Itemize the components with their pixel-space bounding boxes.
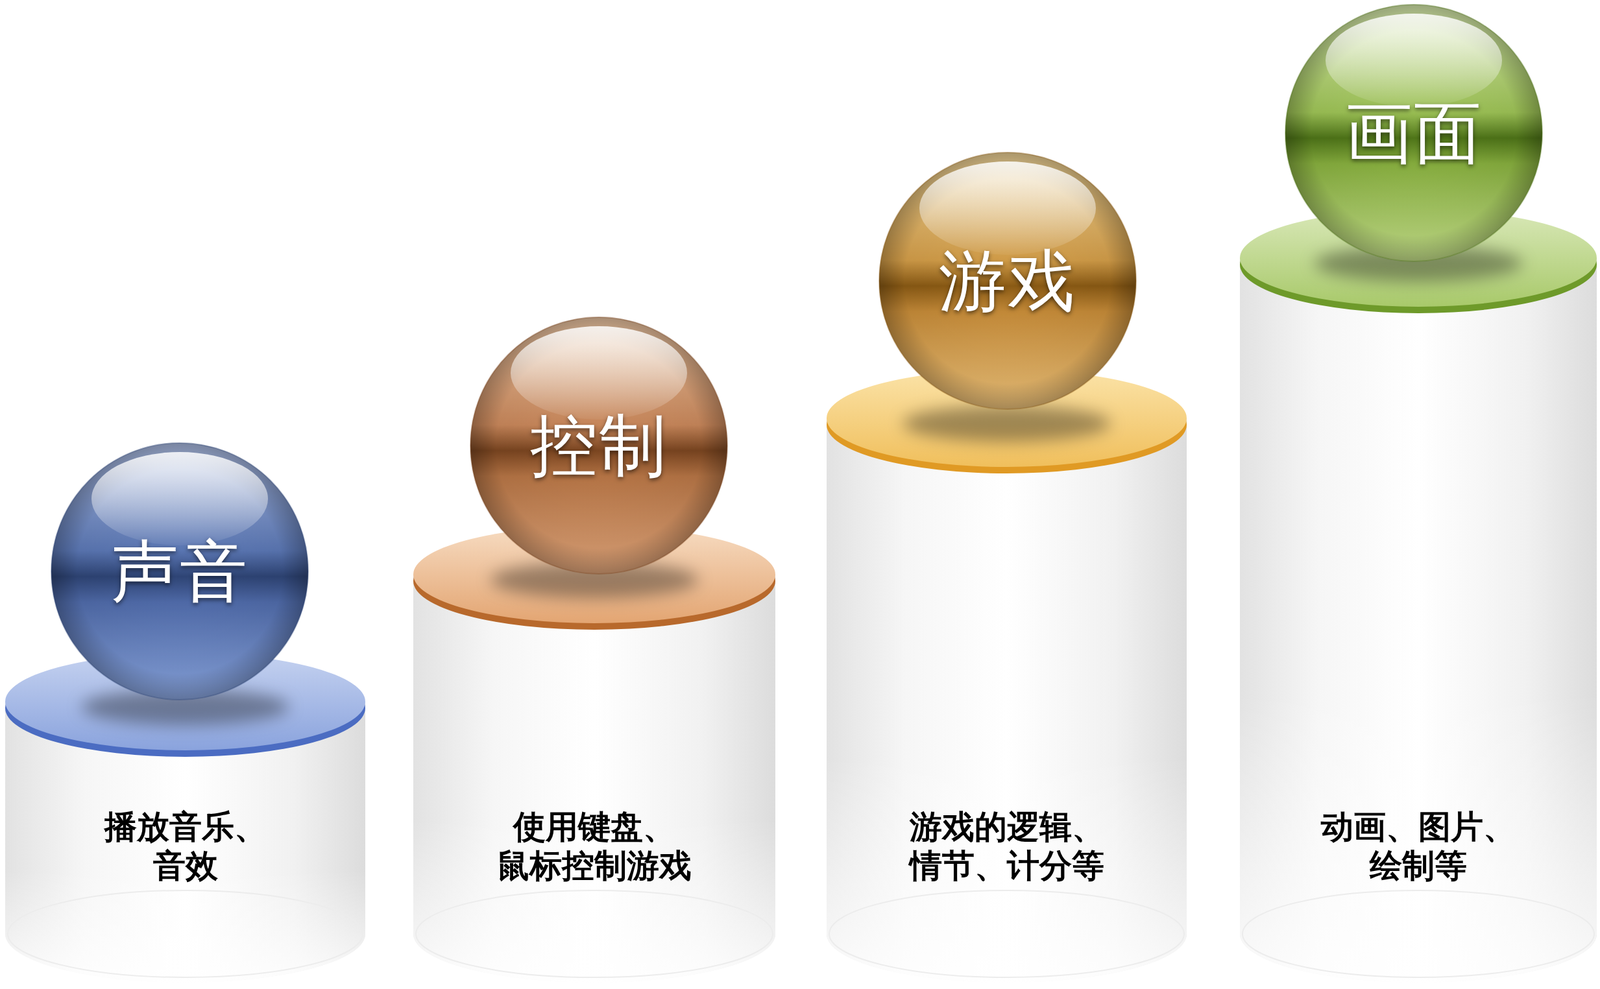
sphere-label: 声音 bbox=[110, 534, 249, 609]
sphere-node: 画面 bbox=[1284, 3, 1544, 263]
sphere-label: 游戏 bbox=[938, 243, 1077, 318]
cylinder-pedestal bbox=[826, 369, 1187, 983]
pedestal-node: 使用键盘、 鼠标控制游戏 bbox=[413, 526, 776, 983]
pedestal-description: 动画、图片、 绘制等 bbox=[1275, 807, 1562, 886]
sphere-label: 控制 bbox=[530, 408, 668, 483]
pedestal-node: 游戏的逻辑、 情节、计分等 bbox=[826, 369, 1187, 983]
pedestal-description: 播放音乐、 音效 bbox=[81, 807, 290, 886]
sphere-node: 控制 bbox=[469, 315, 729, 576]
pedestal-description: 使用键盘、 鼠标控制游戏 bbox=[451, 807, 738, 886]
sphere-node: 游戏 bbox=[877, 151, 1138, 411]
pedestal-node: 播放音乐、 音效 bbox=[5, 653, 366, 983]
pedestal-description: 游戏的逻辑、 情节、计分等 bbox=[864, 807, 1150, 886]
pedestal-node: 动画、图片、 绘制等 bbox=[1239, 209, 1597, 983]
cylinder-pedestal bbox=[413, 526, 776, 983]
sphere-label: 画面 bbox=[1345, 96, 1483, 170]
sphere-node: 声音 bbox=[49, 441, 310, 702]
